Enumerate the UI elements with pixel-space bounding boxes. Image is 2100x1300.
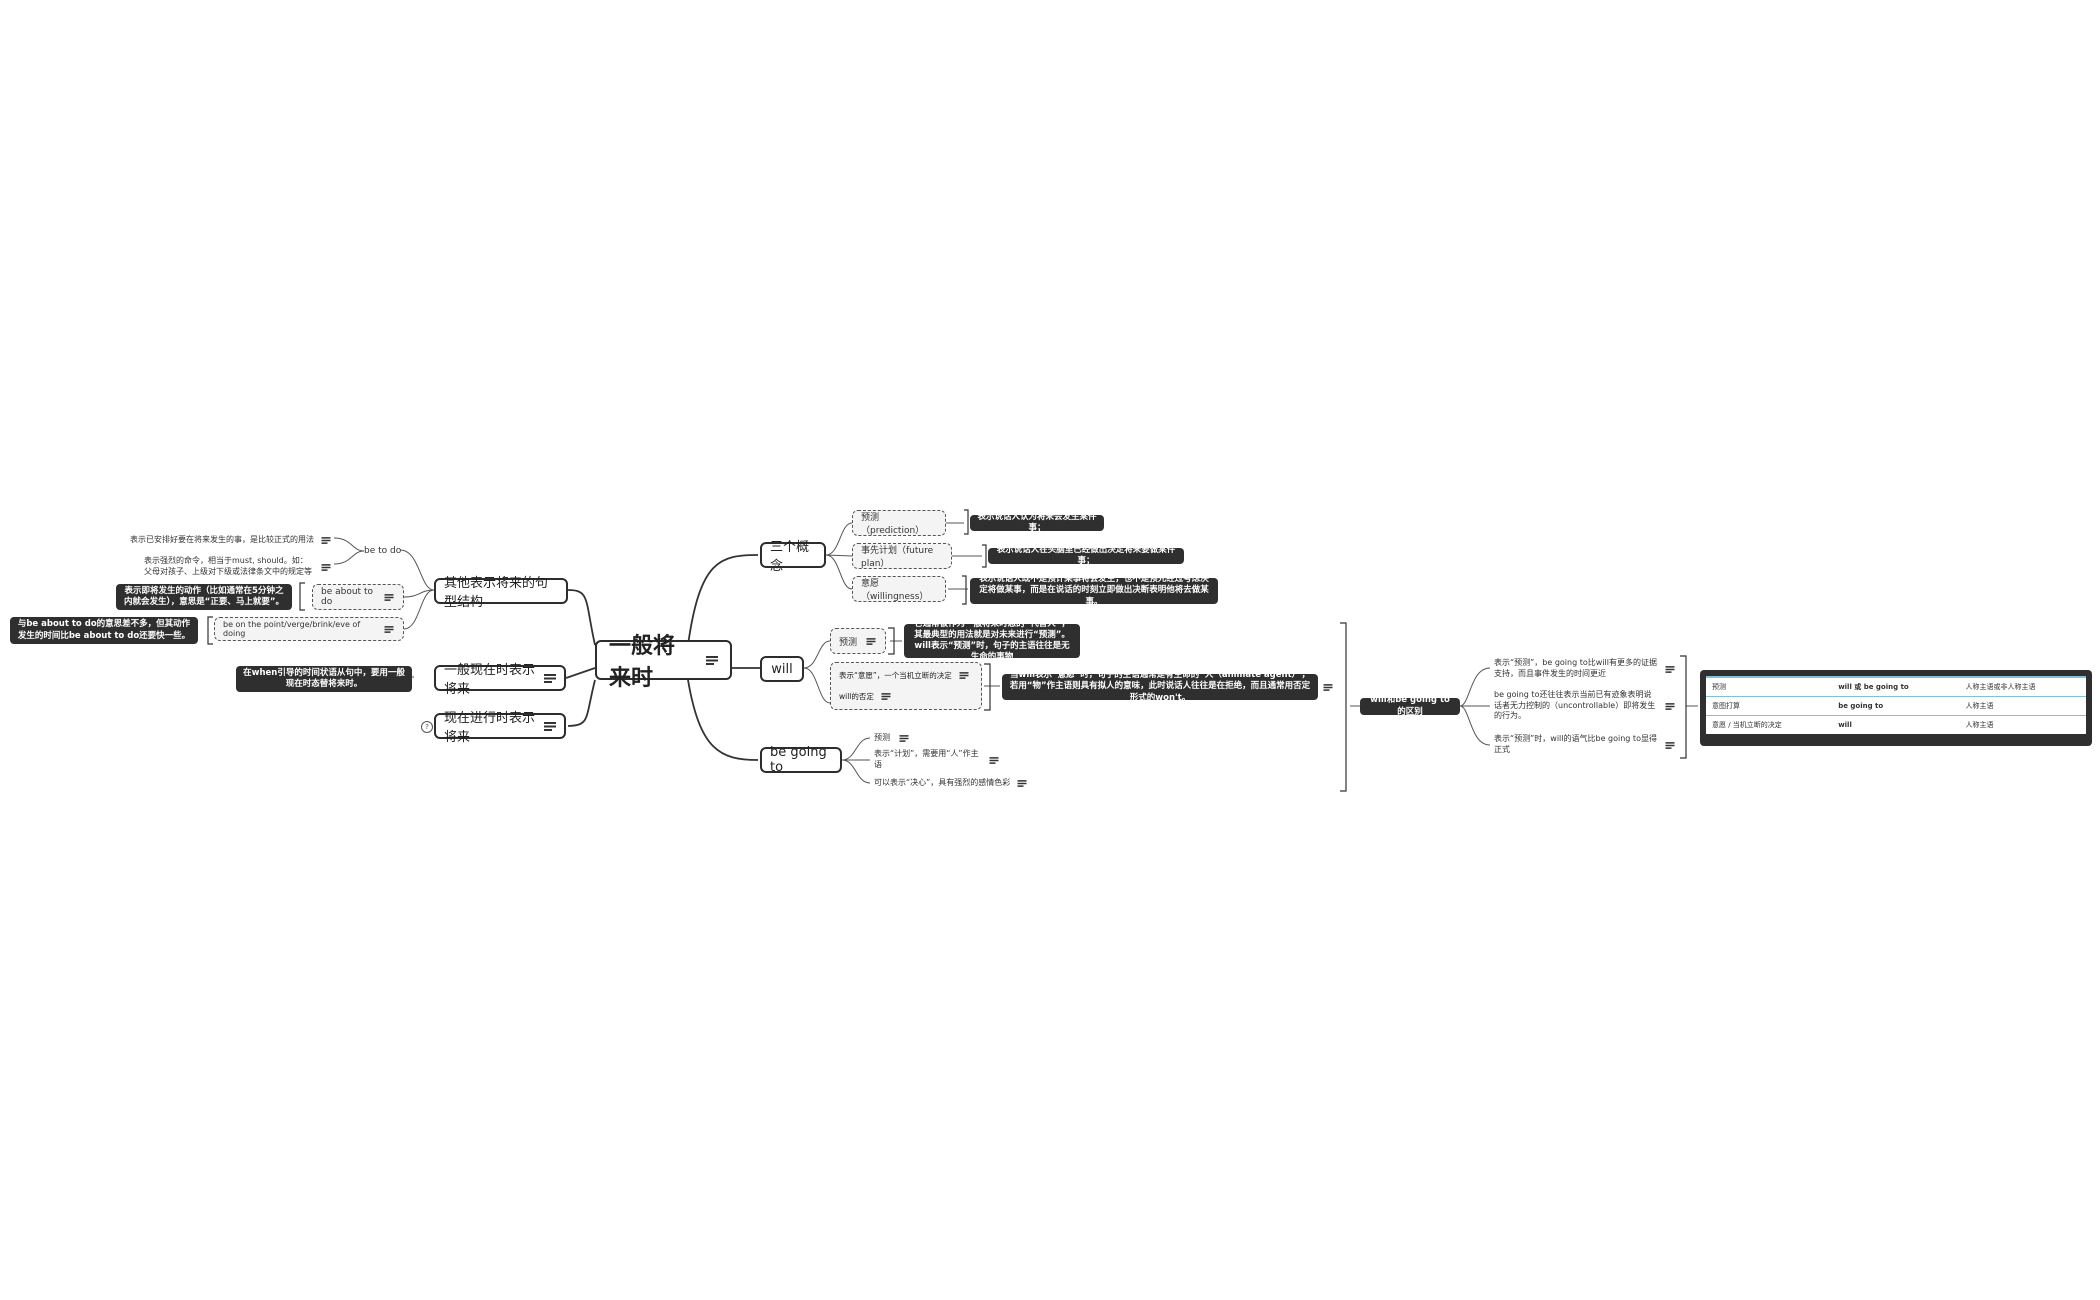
concept-willingness-note: 表示说话人既不是预计某事将会发生，也不是预先经过考虑决定将做某事，而是在说话的时… (970, 574, 1218, 607)
will-willingness-note: 当will表示“意愿”时，句子的主语通常是有生命的“人（animate agen… (1002, 670, 1318, 703)
central-topic[interactable]: 一般将来时 (595, 634, 732, 691)
notes-icon[interactable] (544, 673, 556, 683)
concept-willingness-label: 意愿（willingness） (861, 579, 929, 602)
table-row: 预测 will 或 be going to 人称主语或非人称主语 (1706, 676, 2086, 697)
notes-icon[interactable] (1017, 779, 1027, 787)
will-predict[interactable]: 预测 (830, 628, 886, 654)
be-on-the-point-note-text: 与be about to do的意思差不多，但其动作发生的时间比be about… (17, 619, 191, 641)
notes-icon[interactable] (384, 593, 394, 601)
comparison-table-grid: 预测 will 或 be going to 人称主语或非人称主语 意图打算 be… (1706, 676, 2086, 734)
table-row: 意愿 / 当机立断的决定 will 人称主语 (1706, 715, 2086, 734)
difference-item-1-label: 表示“预测”，be going to比will有更多的证据支持，而且事件发生的时… (1494, 658, 1657, 678)
table-row: 意图打算 be going to 人称主语 (1706, 696, 2086, 716)
notes-icon[interactable] (1323, 684, 1333, 691)
concept-prediction[interactable]: 预测（prediction） (852, 510, 946, 536)
topic-present-progressive-label: 现在进行时表示将来 (444, 711, 536, 745)
topic-difference-label: will和be going to的区别 (1370, 695, 1450, 717)
topic-difference[interactable]: will和be going to的区别 (1360, 695, 1460, 717)
be-going-to-item-2[interactable]: 表示“计划”，需要用“人”作主语 (872, 749, 1002, 769)
table-cell: 人称主语 (1959, 715, 2086, 734)
topic-be-about-to-do[interactable]: be about to do (312, 584, 404, 610)
be-about-to-do-note: 表示即将发生的动作（比如通常在5分钟之内就会发生），意思是“正要、马上就要”。 (116, 584, 292, 610)
notes-icon[interactable] (321, 563, 331, 571)
topic-will[interactable]: will (760, 656, 804, 682)
simple-present-note: 在when引导的时间状语从句中，要用一般现在时态替将来时。 (236, 666, 412, 692)
notes-icon[interactable] (1665, 702, 1675, 710)
difference-item-2-label: be going to还往往表示当前已有迹象表明说话者无力控制的（uncontr… (1494, 689, 1656, 721)
concept-future-plan-note: 表示说话人在头脑里已经做出决定将来要做某件事； (988, 544, 1184, 566)
will-willingness-note-text: 当will表示“意愿”时，句子的主语通常是有生命的“人（animate agen… (1009, 670, 1311, 703)
notes-icon[interactable] (959, 672, 969, 679)
will-willingness-label: 表示“意愿”，一个当机立断的决定 (839, 671, 952, 680)
notes-icon[interactable] (881, 693, 891, 700)
be-to-do-note-2-text: 表示强烈的命令，相当于must, should。如：父母对孩子、上级对下级或法律… (144, 556, 312, 576)
concept-future-plan-note-text: 表示说话人在头脑里已经做出决定将来要做某件事； (996, 544, 1176, 566)
topic-other-structures-label: 其他表示将来的句型结构 (444, 576, 549, 610)
be-to-do-note-1: 表示已安排好要在将来发生的事，是比较正式的用法 (128, 533, 334, 547)
will-negative-label: will的否定 (839, 692, 874, 701)
will-willingness-item[interactable]: 表示“意愿”，一个当机立断的决定 (839, 670, 970, 681)
topic-will-label: will (771, 661, 793, 677)
notes-icon[interactable] (706, 655, 718, 665)
will-predict-note-text: 它通常被作为一般将来时态的“代言人”，其最典型的用法就是对未来进行“预测”。wi… (914, 618, 1070, 663)
topic-other-structures[interactable]: 其他表示将来的句型结构 (434, 576, 568, 610)
notes-icon[interactable] (544, 721, 556, 731)
topic-be-on-the-point[interactable]: be on the point/verge/brink/eve of doing (214, 617, 404, 641)
be-going-to-item-2-label: 表示“计划”，需要用“人”作主语 (874, 749, 979, 769)
will-willingness-group[interactable]: 表示“意愿”，一个当机立断的决定 will的否定 (830, 662, 982, 710)
topic-three-concepts-label: 三个概念 (770, 540, 810, 574)
be-going-to-item-1[interactable]: 预测 (872, 732, 932, 744)
notes-icon[interactable] (1665, 665, 1675, 673)
topic-three-concepts[interactable]: 三个概念 (760, 540, 826, 574)
difference-item-3-label: 表示“预测”时，will的语气比be going to显得正式 (1494, 734, 1657, 754)
notes-icon[interactable] (989, 756, 999, 764)
will-predict-label: 预测 (839, 637, 858, 648)
topic-present-progressive[interactable]: 现在进行时表示将来 (434, 711, 566, 745)
notes-icon[interactable] (866, 637, 876, 645)
table-cell: be going to (1832, 696, 1960, 716)
difference-item-2[interactable]: be going to还往往表示当前已有迹象表明说话者无力控制的（uncontr… (1492, 690, 1678, 722)
topic-be-to-do-label: be to do (364, 546, 402, 556)
be-going-to-item-3[interactable]: 可以表示“决心”，具有强烈的感情色彩 (872, 777, 1032, 789)
topic-be-to-do[interactable]: be to do (364, 544, 404, 558)
topic-be-on-the-point-label: be on the point/verge/brink/eve of doing (223, 620, 361, 638)
topic-be-about-to-do-label: be about to do (321, 587, 373, 607)
will-negative-item[interactable]: will的否定 (839, 691, 892, 702)
will-predict-note: 它通常被作为一般将来时态的“代言人”，其最典型的用法就是对未来进行“预测”。wi… (904, 619, 1080, 662)
concept-prediction-label: 预测（prediction） (861, 513, 925, 536)
difference-item-1[interactable]: 表示“预测”，be going to比will有更多的证据支持，而且事件发生的时… (1492, 658, 1678, 680)
notes-icon[interactable] (1665, 741, 1675, 749)
be-going-to-item-3-label: 可以表示“决心”，具有强烈的感情色彩 (874, 777, 1011, 787)
be-to-do-note-1-text: 表示已安排好要在将来发生的事，是比较正式的用法 (130, 534, 314, 544)
concept-willingness[interactable]: 意愿（willingness） (852, 576, 946, 602)
table-cell: 人称主语或非人称主语 (1959, 676, 2086, 697)
be-on-the-point-note: 与be about to do的意思差不多，但其动作发生的时间比be about… (10, 617, 198, 644)
be-to-do-note-2: 表示强烈的命令，相当于must, should。如：父母对孩子、上级对下级或法律… (142, 556, 334, 578)
be-about-to-do-note-text: 表示即将发生的动作（比如通常在5分钟之内就会发生），意思是“正要、马上就要”。 (124, 585, 284, 607)
table-cell: 意愿 / 当机立断的决定 (1706, 715, 1833, 734)
table-cell: 人称主语 (1959, 696, 2086, 716)
comparison-table: 预测 will 或 be going to 人称主语或非人称主语 意图打算 be… (1700, 670, 2092, 746)
topic-simple-present-label: 一般现在时表示将来 (444, 663, 536, 697)
concept-future-plan-label: 事先计划（future plan） (861, 546, 934, 569)
concept-willingness-note-text: 表示说话人既不是预计某事将会发生，也不是预先经过考虑决定将做某事，而是在说话的时… (979, 574, 1209, 607)
concept-prediction-note-text: 表示说话人认为将来会发生某件事； (977, 511, 1097, 533)
concept-prediction-note: 表示说话人认为将来会发生某件事； (970, 511, 1104, 533)
simple-present-note-text: 在when引导的时间状语从句中，要用一般现在时态替将来时。 (243, 667, 405, 689)
table-cell: will 或 be going to (1832, 676, 1960, 697)
topic-be-going-to[interactable]: be going to (760, 745, 842, 775)
table-cell: 预测 (1706, 676, 1833, 697)
table-cell: 意图打算 (1706, 696, 1833, 716)
difference-item-3[interactable]: 表示“预测”时，will的语气比be going to显得正式 (1492, 734, 1678, 756)
central-topic-label: 一般将来时 (609, 634, 676, 691)
concept-future-plan[interactable]: 事先计划（future plan） (852, 543, 952, 569)
topic-simple-present[interactable]: 一般现在时表示将来 (434, 663, 566, 697)
be-going-to-item-1-label: 预测 (874, 732, 890, 742)
topic-be-going-to-label: be going to (770, 745, 827, 775)
notes-icon[interactable] (321, 536, 331, 544)
question-icon[interactable]: ? (421, 721, 433, 733)
notes-icon[interactable] (899, 734, 909, 742)
notes-icon[interactable] (384, 625, 394, 633)
table-cell: will (1832, 715, 1960, 734)
